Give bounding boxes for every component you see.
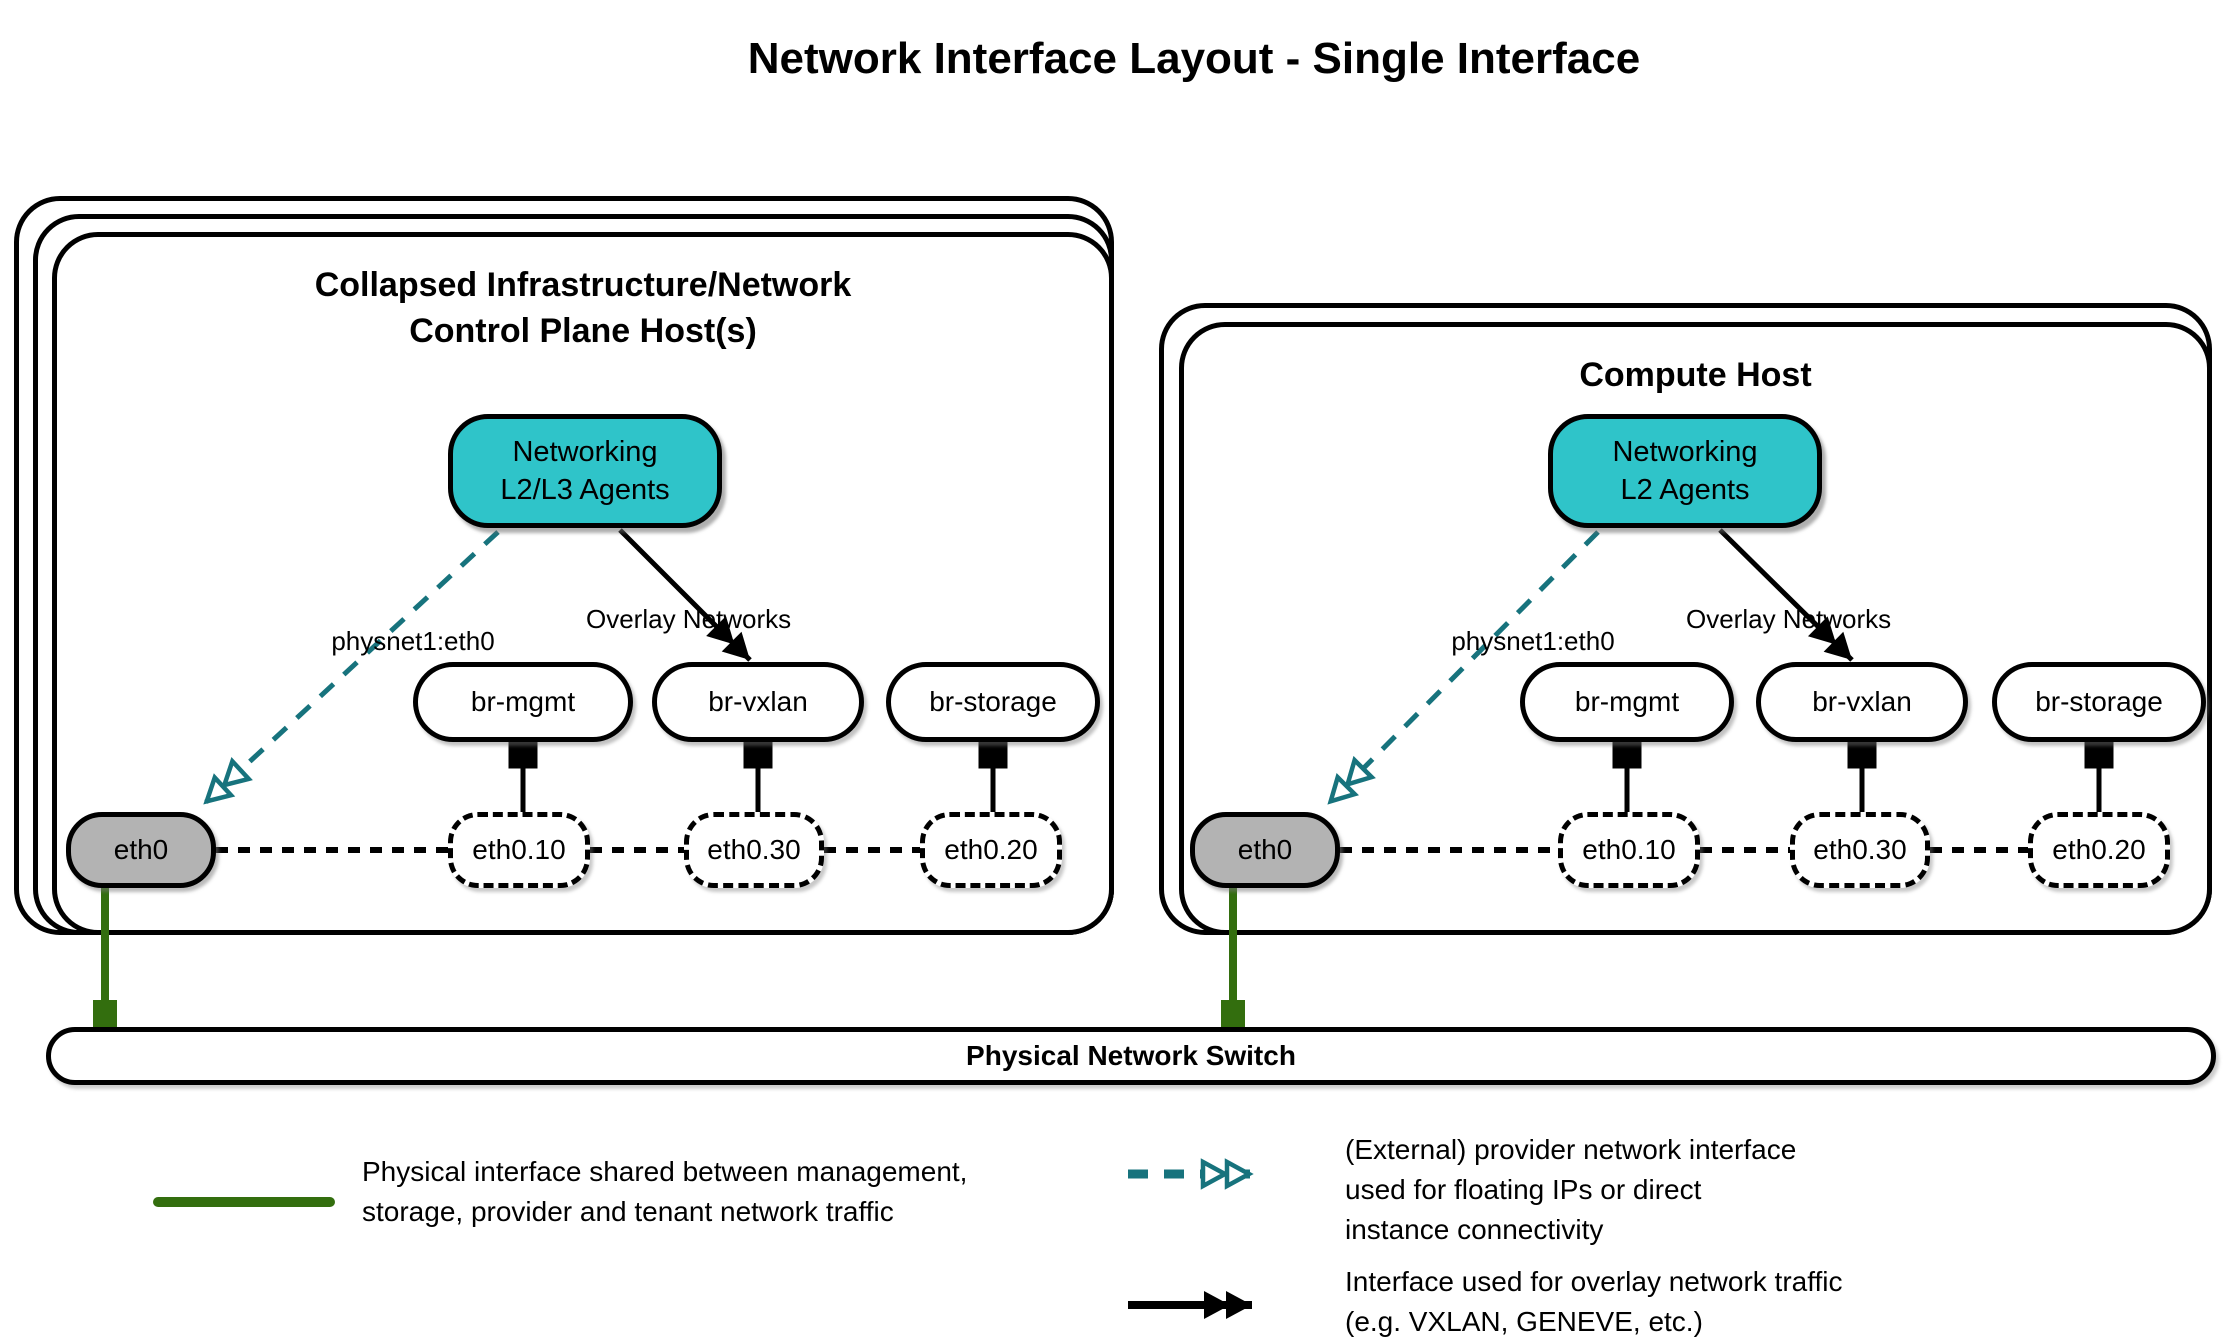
- agent-node-l2-l3-left: Networking L2/L3 Agents: [448, 414, 722, 528]
- bridge-node-br-mgmt-right: br-mgmt: [1520, 662, 1734, 742]
- vlan-node-eth0-30-right: eth0.30: [1790, 812, 1930, 888]
- legend-physical-text: Physical interface shared between manage…: [362, 1152, 967, 1232]
- bridge-node-br-vxlan-left: br-vxlan: [652, 662, 864, 742]
- legend-provider-line3: instance connectivity: [1345, 1214, 1604, 1245]
- compute-host-title: Compute Host: [1179, 352, 2212, 398]
- agent-label-line1: Networking: [1612, 436, 1758, 468]
- legend-overlay-text: Interface used for overlay network traff…: [1345, 1262, 1843, 1340]
- legend-overlay-line2: (e.g. VXLAN, GENEVE, etc.): [1345, 1306, 1703, 1337]
- bridge-node-br-storage-right: br-storage: [1992, 662, 2206, 742]
- legend-overlay-line1: Interface used for overlay network traff…: [1345, 1266, 1843, 1297]
- legend-provider-text: (External) provider network interface us…: [1345, 1130, 1796, 1250]
- vlan-node-eth0-20-right: eth0.20: [2028, 812, 2170, 888]
- interface-node-eth0-right: eth0: [1190, 812, 1340, 888]
- legend-physical-line2: storage, provider and tenant network tra…: [362, 1196, 894, 1227]
- uplink-port-square: [1221, 1000, 1245, 1028]
- legend-provider-line1: (External) provider network interface: [1345, 1134, 1797, 1165]
- uplink-port-square: [93, 1000, 117, 1028]
- vlan-node-eth0-10-left: eth0.10: [448, 812, 590, 888]
- bridge-node-br-vxlan-right: br-vxlan: [1756, 662, 1968, 742]
- page-title: Network Interface Layout - Single Interf…: [747, 34, 1641, 83]
- vlan-node-eth0-30-left: eth0.30: [684, 812, 824, 888]
- agent-node-l2-right: Networking L2 Agents: [1548, 414, 1822, 528]
- vlan-node-eth0-10-right: eth0.10: [1558, 812, 1700, 888]
- provider-edge-label-left: physnet1:eth0: [331, 626, 495, 656]
- overlay-edge-label-right: Overlay Networks: [1686, 604, 1892, 634]
- compute-host-title-line1: Compute Host: [1579, 356, 1812, 394]
- physical-network-switch-bar: Physical Network Switch: [46, 1027, 2216, 1085]
- control-plane-host-title-line1: Collapsed Infrastructure/Network: [314, 266, 852, 304]
- legend-physical-line1: Physical interface shared between manage…: [362, 1156, 968, 1187]
- control-plane-host-title-line2: Control Plane Host(s): [409, 312, 757, 350]
- overlay-edge-label-left: Overlay Networks: [586, 604, 792, 634]
- physical-network-switch-label: Physical Network Switch: [966, 1040, 1296, 1071]
- bridge-node-br-storage-left: br-storage: [886, 662, 1100, 742]
- legend-provider-line2: used for floating IPs or direct: [1345, 1174, 1702, 1205]
- interface-node-eth0-left: eth0: [66, 812, 216, 888]
- vlan-node-eth0-20-left: eth0.20: [920, 812, 1062, 888]
- agent-label-line2: L2/L3 Agents: [500, 474, 670, 506]
- control-plane-host-title: Collapsed Infrastructure/Network Control…: [52, 262, 1114, 354]
- provider-edge-label-right: physnet1:eth0: [1451, 626, 1615, 656]
- agent-label-line1: Networking: [512, 436, 658, 468]
- agent-label-line2: L2 Agents: [1620, 474, 1750, 506]
- bridge-node-br-mgmt-left: br-mgmt: [413, 662, 633, 742]
